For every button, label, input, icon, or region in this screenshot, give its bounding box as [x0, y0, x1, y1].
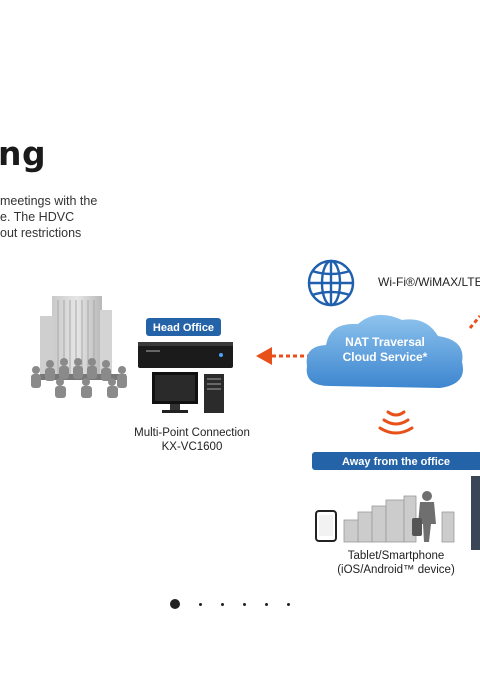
- head-office-label: Head Office: [153, 322, 214, 334]
- hdvc-unit-icon: [138, 342, 233, 368]
- tablet-icon: [315, 510, 337, 542]
- head-office-badge: Head Office: [146, 318, 221, 336]
- multipoint-label: Multi-Point Connection: [134, 427, 250, 439]
- away-label: Away from the office: [342, 456, 450, 468]
- arrow-left-icon: [256, 347, 310, 365]
- arrow-diagonal-icon: [468, 315, 480, 329]
- network-diagram: Head Office Multi-Point Connection KX-VC…: [31, 259, 480, 576]
- signal-icon: [378, 410, 414, 435]
- city-skyline-icon: [343, 495, 455, 543]
- carousel-dot-2[interactable]: [199, 602, 202, 606]
- device-label: Tablet/Smartphone: [348, 550, 445, 562]
- intro-line: e. The HDVC: [0, 210, 75, 224]
- cloud-label-2: Cloud Service*: [343, 350, 428, 364]
- intro-line: out restrictions: [0, 226, 82, 240]
- model-label: KX-VC1600: [162, 441, 223, 453]
- carousel-dot-1[interactable]: [170, 599, 180, 609]
- person-photo-icon: [471, 476, 480, 550]
- globe-icon: [307, 259, 355, 307]
- away-badge: Away from the office: [312, 452, 480, 470]
- device-os-label: (iOS/Android™ device): [337, 564, 455, 576]
- carousel-pagination: [170, 599, 290, 609]
- pc-tower-icon: [204, 374, 224, 413]
- traveler-icon: [412, 491, 436, 542]
- carousel-dot-5[interactable]: [265, 602, 268, 606]
- carousel-dot-3[interactable]: [221, 602, 224, 606]
- meeting-group-icon: [31, 358, 127, 398]
- monitor-icon: [152, 372, 198, 413]
- intro-line: meetings with the: [0, 194, 98, 208]
- cloud-label-1: NAT Traversal: [345, 335, 425, 349]
- carousel-dot-4[interactable]: [243, 602, 246, 606]
- section-heading: ng: [0, 134, 47, 173]
- wifi-label: Wi-Fi®/WiMAX/LTE: [378, 275, 480, 289]
- cloud-icon: [306, 314, 464, 388]
- intro-text: meetings with the e. The HDVC out restri…: [0, 193, 120, 241]
- carousel-dot-6[interactable]: [287, 602, 290, 606]
